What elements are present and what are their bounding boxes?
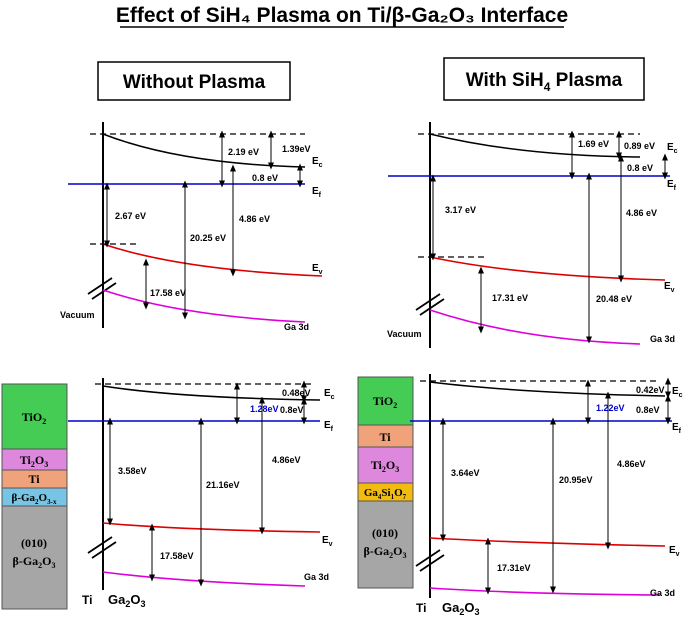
vacuum-label: Vacuum (60, 310, 95, 320)
ef-label: Ef (324, 420, 334, 433)
value-label: 17.31eV (497, 563, 531, 573)
value-label: 17.31 eV (492, 293, 528, 303)
layer-stack-with-plasma: TiO2 Ti Ti2O3 Ga4Si1O7 (010) β-Ga2O3 (357, 376, 414, 589)
value-label: 1.39eV (282, 144, 311, 154)
valence-band (429, 256, 666, 281)
value-label: 3.58eV (118, 466, 147, 476)
layer-tio2 (357, 376, 414, 426)
panel-with-plasma-top: 1.69 eV 0.89 eV 0.8 eV 4.86 eV 3.17 eV 2… (387, 122, 678, 348)
layer-label-substrate-orientation: (010) (21, 536, 47, 550)
layer-label-ga4si1o7: Ga4Si1O7 (364, 487, 407, 501)
value-label: 0.8eV (636, 405, 660, 415)
value-label: 4.86 eV (626, 208, 657, 218)
axis-break-mark (415, 293, 441, 311)
value-label: 21.16eV (206, 480, 240, 490)
value-label: 0.89 eV (624, 141, 655, 151)
valence-band (102, 522, 321, 533)
ev-label: Ev (322, 535, 333, 548)
ga3d-level (102, 289, 306, 323)
ga3d-level (102, 571, 306, 587)
value-label: 3.64eV (451, 468, 480, 478)
ev-label: Ev (664, 281, 675, 294)
ga3d-label: Ga 3d (284, 322, 309, 332)
value-label: 4.86 eV (239, 214, 270, 224)
value-label: 0.48eV (282, 388, 311, 398)
layer-stack-without-plasma: TiO2 Ti2O3 Ti β-Ga2O3-x (010) β-Ga2O3 (1, 383, 68, 610)
value-label: 20.25 eV (190, 233, 226, 243)
ga3d-label: Ga 3d (304, 572, 329, 582)
ef-label: Ef (672, 422, 682, 435)
value-label: 20.48 eV (596, 294, 632, 304)
value-label: 1.22eV (596, 403, 625, 413)
value-label: 2.19 eV (228, 147, 259, 157)
value-label: 2.67 eV (115, 211, 146, 221)
layer-label-ga2o3-3x: β-Ga2O3-x (12, 492, 57, 506)
conduction-band (429, 381, 666, 397)
panel-without-plasma-top: 1.39eV 2.19 eV 0.8 eV 4.86 eV 20.25 eV 2… (60, 122, 323, 332)
valence-band (102, 243, 323, 277)
ti-region-label: Ti (416, 601, 426, 615)
heading-without-plasma: Without Plasma (123, 72, 266, 93)
value-label: 3.17 eV (445, 205, 476, 215)
ef-label: Ef (667, 179, 677, 192)
axis-break-mark (419, 298, 445, 316)
layer-label-ti: Ti (28, 472, 40, 486)
ga3d-level (429, 309, 641, 345)
panel-with-plasma-bottom: 0.42eV 1.22eV 0.8eV 4.86eV 3.64eV 20.95e… (410, 374, 683, 617)
value-label: 0.8 eV (252, 173, 278, 183)
layer-substrate (357, 500, 414, 589)
heading-box-with (443, 57, 645, 101)
axis-break-mark (87, 536, 113, 554)
value-label: 17.58 eV (150, 288, 186, 298)
ec-label: Ec (672, 386, 683, 399)
layer-label-tio2: TiO2 (22, 410, 46, 426)
conduction-band (102, 385, 321, 401)
heading-box-without (97, 61, 291, 101)
ga3d-level (429, 587, 661, 596)
ti-region-label: Ti (82, 593, 92, 607)
conduction-band (102, 133, 306, 168)
value-label: 1.28eV (250, 404, 279, 414)
layer-label-ti2o3: Ti2O3 (20, 453, 48, 469)
axis-break-mark (419, 554, 445, 572)
layer-label-substrate: β-Ga2O3 (364, 544, 407, 560)
layer-label-ti2o3: Ti2O3 (371, 458, 399, 474)
layer-ti2o3 (357, 446, 414, 484)
ga3d-label: Ga 3d (650, 588, 675, 598)
layer-label-substrate-orientation: (010) (372, 526, 398, 540)
layer-tio2 (1, 383, 68, 450)
figure-title: Effect of SiH₄ Plasma on Ti/β-Ga₂O₃ Inte… (116, 4, 568, 27)
axis-break-mark (87, 277, 113, 295)
ga2o3-region-label: Ga2O3 (442, 600, 480, 617)
value-label: 0.8 eV (627, 163, 653, 173)
axis-break-mark (415, 549, 441, 567)
ec-label: Ec (312, 156, 323, 169)
layer-label-substrate: β-Ga2O3 (13, 554, 56, 570)
vacuum-label: Vacuum (387, 329, 422, 339)
axis-break-mark (91, 541, 117, 559)
ga2o3-region-label: Ga2O3 (108, 592, 146, 609)
ev-label: Ev (312, 263, 323, 276)
ga3d-label: Ga 3d (650, 334, 675, 344)
value-label: 4.86eV (617, 459, 646, 469)
layer-substrate (1, 505, 68, 610)
value-label: 1.69 eV (578, 139, 609, 149)
ec-label: Ec (324, 388, 335, 401)
value-label: 20.95eV (559, 475, 593, 485)
layer-label-tio2: TiO2 (373, 394, 397, 410)
layer-label-ti: Ti (379, 430, 391, 444)
value-label: 4.86eV (272, 455, 301, 465)
value-label: 0.8eV (280, 405, 304, 415)
ev-label: Ev (669, 545, 680, 558)
ec-label: Ec (667, 142, 678, 155)
heading-with-plasma: With SiH4 Plasma (466, 70, 623, 94)
panel-without-plasma-bottom: 0.48eV 1.28eV 0.8eV 4.86eV 3.58eV 21.16e… (68, 378, 335, 609)
valence-band (429, 537, 666, 547)
ef-label: Ef (312, 186, 322, 199)
conduction-band (429, 133, 641, 158)
value-label: 17.58eV (160, 551, 194, 561)
value-label: 0.42eV (636, 385, 665, 395)
